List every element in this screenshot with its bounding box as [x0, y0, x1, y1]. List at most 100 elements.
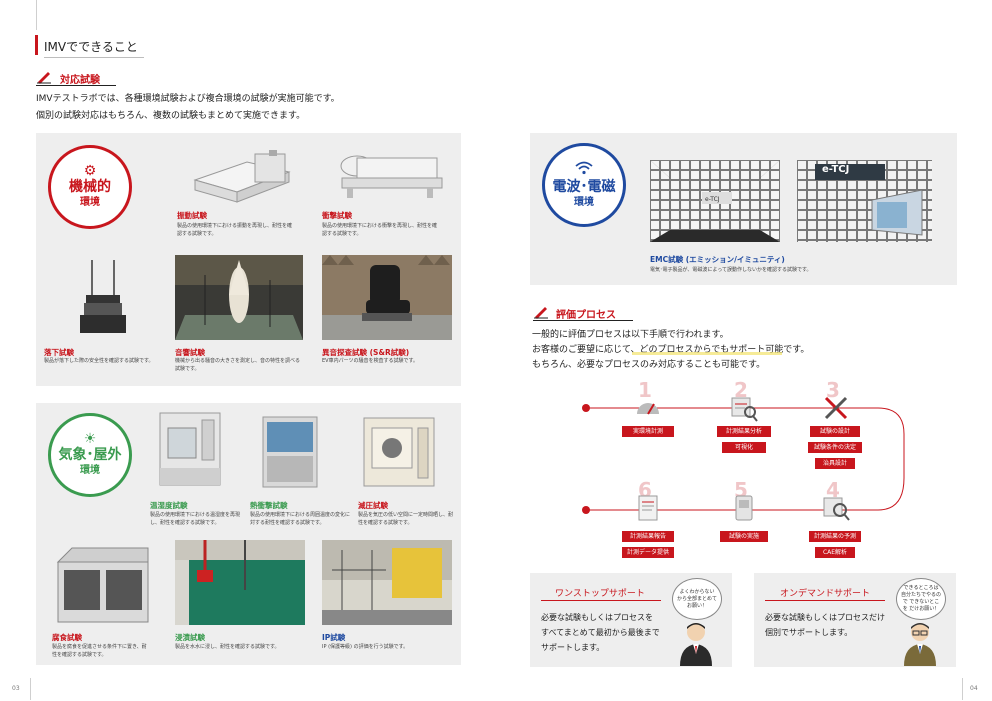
badge-name: 電波･電磁 [552, 178, 616, 195]
decompression-desc: 製品を気圧の低い空間に一定時間晒し、耐性を確認する試験です。 [358, 512, 454, 526]
acoustic-desc: 機械から出る騒音の大きさを測定し、音の特性を調べる試験です。 [175, 358, 301, 372]
decompression-title: 減圧試験 [358, 501, 388, 510]
ip-test-photo [322, 540, 452, 625]
drop-desc: 製品が落下した際の安全性を確認する試験です。 [44, 358, 154, 364]
immersion-photo [175, 540, 305, 625]
onestop-speech-bubble: よくわからない から全部まとめて お願い！ [672, 578, 722, 620]
shock-desc: 製品の使用環境下における衝撃を再現し、耐性を確認する試験です。 [322, 223, 438, 237]
mechanical-badge: ⚙ 機械的 環境 [48, 145, 132, 229]
acoustic-title: 音響試験 [175, 348, 205, 357]
glasses-man-icon [904, 623, 936, 666]
corrosion-title: 腐食試験 [52, 633, 82, 642]
thermal-shock-title: 熱衝撃試験 [250, 501, 288, 510]
emc-desc: 電気･電子製品が、電磁波によって誤動作しないかを確認する試験です。 [650, 267, 812, 273]
humidity-title: 温湿度試験 [150, 501, 188, 510]
humidity-desc: 製品の使用環境下における温湿度を再現し、耐性を確認する試験です。 [150, 512, 241, 526]
report-icon [638, 495, 658, 521]
section-rule [533, 320, 633, 321]
pen-icon [534, 307, 548, 319]
vibration-photo [177, 150, 312, 205]
process-lead-3: もちろん、必要なプロセスのみ対応することも可能です。 [532, 360, 766, 370]
page-number-right: 04 [970, 685, 978, 692]
gear-icon: ⚙ [83, 163, 97, 179]
businessman-icon [680, 623, 712, 666]
process-lead-2: お客様のご要望に応じて、どのプロセスからでもサポート可能です。 [532, 345, 810, 355]
section-rule [36, 85, 116, 86]
step-6-label-1: 計測結果報告 [622, 531, 674, 542]
section-title-process: 評価プロセス [556, 310, 616, 321]
pen-icon [37, 72, 51, 84]
step-5-label-1: 試験の実施 [720, 531, 768, 542]
onestop-text-1: 必要な試験もしくはプロセスを [541, 613, 653, 622]
emc-chamber-photo [650, 160, 780, 242]
page-divider-right [962, 678, 963, 700]
wifi-icon [575, 161, 593, 178]
ondemand-speech-bubble: できるところは 自分たちでやるので できないとこを だけお願い！ [896, 578, 946, 620]
immersion-title: 浸漬試験 [175, 633, 205, 642]
step-6-label-2: 計測データ提供 [622, 547, 674, 558]
section-title-tests: 対応試験 [60, 75, 100, 86]
drop-photo [62, 255, 144, 340]
corrosion-photo [52, 540, 152, 628]
step-3-label-3: 治具設計 [815, 458, 855, 469]
immersion-desc: 製品を水水に浸し、耐性を確認する試験です。 [175, 644, 280, 650]
decompression-photo [358, 410, 440, 492]
drop-title: 落下試験 [44, 348, 74, 357]
step-3-label-1: 試験の設計 [810, 426, 860, 437]
lead-line-2: 個別の試験対応はもちろん、複数の試験もまとめて実施できます。 [36, 111, 306, 121]
highlight-underline [632, 352, 782, 355]
squeak-rattle-title: 異音探査試験 (S&R試験) [322, 348, 410, 357]
step-number-4: 4 [826, 478, 840, 502]
page-divider-left [30, 678, 31, 700]
shock-title: 衝撃試験 [322, 211, 352, 220]
step-number-3: 3 [826, 378, 840, 402]
shock-photo [322, 150, 452, 205]
step-number-2: 2 [734, 378, 748, 402]
ondemand-text-2: 個別でサポートします。 [765, 628, 853, 637]
process-flow-line [582, 404, 905, 514]
process-lead-1: 一般的に評価プロセスは以下手順で行われます。 [532, 330, 729, 340]
emc-badge: 電波･電磁 環境 [542, 143, 626, 227]
thermal-shock-desc: 製品の使用環境下における周囲温度の変化に対する耐性を確認する試験です。 [250, 512, 351, 526]
tools-icon [824, 396, 848, 420]
title-rule [44, 57, 144, 58]
corrosion-desc: 製品を腐食を促進させる条件下に置き、耐性を確認する試験です。 [52, 644, 147, 658]
ip-test-desc: IP (保護等級) の評価を行う試験です。 [322, 644, 409, 650]
ondemand-title: オンデマンドサポート [780, 589, 871, 599]
title-accent-bar [35, 35, 38, 55]
onestop-text-2: すべてまとめて最初から最後まで [541, 628, 660, 637]
badge-sub: 環境 [80, 465, 100, 476]
page-number-left: 03 [12, 685, 20, 692]
emc-antenna-photo [797, 160, 932, 242]
squeak-rattle-desc: EV車内パーツの騒音を検査する試験です。 [322, 358, 418, 364]
weather-badge: ☀ 気象･屋外 環境 [48, 413, 132, 497]
step-3-label-2: 試験条件の決定 [808, 442, 862, 453]
ondemand-text-1: 必要な試験もしくはプロセスだけ [765, 613, 885, 622]
step-2-label-2: 可視化 [722, 442, 766, 453]
sun-icon: ☀ [83, 431, 97, 447]
step-4-label-1: 計測結果の予測 [809, 531, 861, 542]
top-divider [36, 0, 37, 30]
page-title: IMVでできること [44, 40, 138, 54]
device-icon [735, 495, 753, 521]
onestop-title: ワンストップサポート [555, 589, 645, 599]
emc-title: EMC試験 (エミッション/イミュニティ) [650, 255, 785, 264]
badge-sub: 環境 [574, 196, 594, 208]
squeak-rattle-photo [322, 255, 452, 340]
badge-sub: 環境 [80, 197, 100, 208]
thermal-shock-photo [255, 412, 325, 492]
ondemand-rule [765, 600, 885, 601]
step-2-label-1: 計測結果分析 [717, 426, 771, 437]
onestop-rule [541, 600, 661, 601]
emc-logo-1: e-TCJ [705, 196, 720, 203]
emc-logo-2: e-TCJ [822, 164, 850, 175]
lead-line-1: IMVテストラボでは、各種環境試験および複合環境の試験が実施可能です。 [36, 94, 340, 104]
vibration-desc: 製品の使用環境下における振動を再現し、耐性を確認する試験です。 [177, 223, 293, 237]
analysis-icon [731, 397, 758, 422]
acoustic-photo [175, 255, 303, 340]
badge-name: 機械的 [69, 179, 111, 195]
step-4-label-2: CAE解析 [815, 547, 855, 558]
prediction-icon [823, 497, 850, 521]
step-number-1: 1 [638, 378, 652, 402]
onestop-text-3: サポートします。 [541, 643, 605, 652]
